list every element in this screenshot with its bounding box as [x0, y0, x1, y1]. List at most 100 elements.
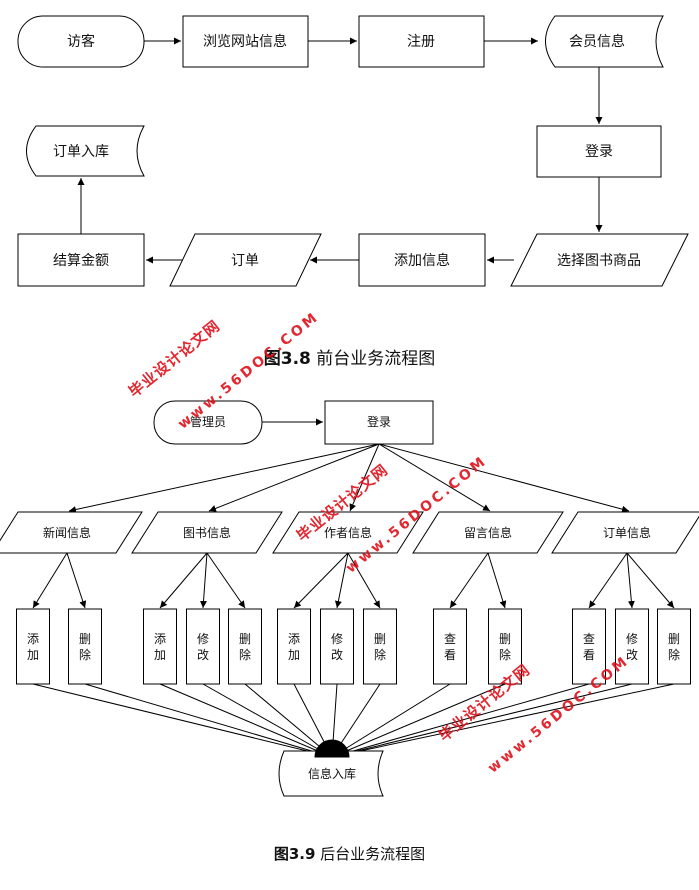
- back-flowchart: [0, 400, 699, 797]
- label-category: 图书信息: [183, 525, 231, 540]
- node-action: [320, 608, 354, 685]
- node-action: [433, 608, 467, 685]
- node-order: [169, 233, 322, 287]
- line-action-store: [32, 683, 333, 758]
- arrow-category-action: [626, 552, 675, 609]
- arrow-category-action: [588, 552, 628, 609]
- label-action: 查看: [583, 632, 595, 662]
- node-action: [228, 608, 262, 685]
- arrow-login-category: [349, 443, 380, 512]
- label-order: 订单: [231, 253, 259, 269]
- store-junction: [314, 739, 350, 758]
- arrow-login-category: [208, 443, 380, 512]
- caption-fig-3-8: 图3.8 前台业务流程图: [0, 344, 699, 369]
- label-admin-login: 登录: [367, 414, 391, 429]
- node-action: [277, 608, 311, 685]
- label-category: 订单信息: [603, 525, 651, 540]
- node-category: [0, 511, 143, 554]
- label-action: 查看: [444, 632, 456, 662]
- caption-fig-3-9-text: 后台业务流程图: [315, 845, 426, 863]
- arrow-login-category: [378, 443, 491, 512]
- front-labels: 访客 浏览网站信息 注册 会员信息 登录 选择图书商品 添加信息 订单 结算金额…: [53, 33, 641, 269]
- label-action: 修改: [197, 631, 209, 662]
- node-action: [186, 608, 220, 685]
- label-action: 修改: [331, 631, 343, 662]
- arrow-category-action: [206, 552, 246, 609]
- label-category: 作者信息: [324, 525, 372, 540]
- label-admin: 管理员: [190, 414, 226, 429]
- caption-fig-3-8-number: 图3.8: [263, 349, 311, 369]
- arrow-category-action: [334, 552, 349, 609]
- label-order-store: 订单入库: [53, 144, 109, 160]
- node-member-info: [545, 15, 664, 68]
- node-register: [358, 15, 485, 68]
- label-settle: 结算金额: [53, 253, 109, 269]
- label-action: 修改: [626, 631, 638, 662]
- label-category: 新闻信息: [43, 525, 91, 540]
- arrow-category-action: [200, 552, 208, 609]
- line-action-store: [331, 683, 590, 758]
- label-action: 添加: [27, 632, 39, 662]
- front-flowchart: [17, 15, 689, 287]
- node-category: [551, 511, 699, 554]
- label-action: 删除: [499, 632, 511, 662]
- line-action-store: [244, 683, 333, 758]
- arrow-category-action: [449, 552, 489, 609]
- label-info-store: 信息入库: [308, 766, 356, 781]
- line-action-store: [84, 683, 333, 758]
- line-action-store: [331, 683, 506, 758]
- node-category: [272, 511, 424, 554]
- login-to-category-lines: [68, 443, 630, 513]
- caption-fig-3-9: 图3.9 后台业务流程图: [0, 843, 699, 864]
- node-action: [363, 608, 397, 685]
- node-category: [131, 511, 283, 554]
- action-to-store-lines: [32, 683, 675, 758]
- node-action: [68, 608, 102, 685]
- action-nodes: [16, 608, 691, 685]
- node-action: [572, 608, 606, 685]
- back-labels: 管理员 登录 新闻信息图书信息作者信息留言信息订单信息 添加删除添加修改删除添加…: [27, 414, 680, 781]
- arrow-category-action: [66, 552, 87, 609]
- arrow-category-action: [626, 552, 635, 609]
- label-action: 删除: [374, 632, 386, 662]
- node-select-goods: [510, 233, 689, 287]
- node-action: [16, 608, 50, 685]
- node-order-store: [26, 125, 145, 177]
- node-action: [143, 608, 177, 685]
- arrow-category-action: [487, 552, 507, 609]
- arrow-category-action: [293, 552, 349, 609]
- label-action: 添加: [288, 632, 300, 662]
- label-select-goods: 选择图书商品: [557, 253, 641, 269]
- label-add-info: 添加信息: [394, 252, 450, 269]
- line-action-store: [202, 683, 333, 758]
- category-to-action-arrows: [32, 552, 675, 609]
- line-action-store: [331, 683, 633, 758]
- label-action: 添加: [154, 632, 166, 662]
- label-visitor: 访客: [67, 33, 95, 50]
- label-action: 删除: [239, 632, 251, 662]
- arrow-category-action: [159, 552, 208, 609]
- line-action-store: [159, 683, 333, 758]
- caption-fig-3-9-number: 图3.9: [273, 845, 316, 863]
- label-member-info: 会员信息: [569, 33, 625, 50]
- label-action: 删除: [79, 632, 91, 662]
- node-action: [657, 608, 691, 685]
- line-action-store: [331, 683, 451, 758]
- node-info-store: [278, 750, 384, 797]
- arrow-category-action: [347, 552, 381, 609]
- arrow-login-category: [68, 443, 380, 513]
- label-category: 留言信息: [464, 525, 512, 540]
- category-nodes: [0, 511, 699, 554]
- node-category: [412, 511, 564, 554]
- caption-fig-3-8-text: 前台业务流程图: [310, 349, 436, 369]
- arrow-login-category: [378, 443, 630, 513]
- node-browse: [182, 15, 309, 68]
- node-action: [488, 608, 522, 685]
- label-action: 删除: [668, 632, 680, 662]
- category-labels: 新闻信息 图书信息 作者信息 留言信息 订单信息: [43, 525, 651, 540]
- label-login: 登录: [585, 144, 613, 160]
- node-settle: [17, 233, 145, 287]
- node-login: [536, 125, 662, 178]
